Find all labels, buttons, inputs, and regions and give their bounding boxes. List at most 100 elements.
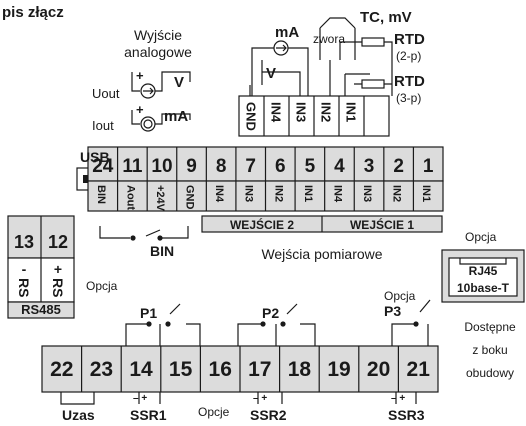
rtd-2p-sub: (2-p) [396, 49, 421, 63]
bottom-terminal-number: 15 [169, 358, 193, 381]
ssr-polarity: – + [391, 393, 405, 404]
uout-symbol [131, 71, 191, 99]
main-terminal-label: +24V [154, 185, 166, 212]
main-terminal-label: IN1 [420, 185, 432, 202]
input-terminal-2: IN4 [269, 102, 284, 123]
uout-plus: + [136, 68, 144, 83]
input-terminal-1: GND [244, 102, 259, 131]
wejscie-2-label: WEJŚCIE 2 [230, 217, 294, 232]
main-terminal-number: 6 [275, 156, 286, 177]
bottom-terminal-number: 21 [407, 358, 431, 381]
zwora-label: zwora [313, 32, 345, 46]
input-terminal-5: IN1 [344, 102, 359, 122]
rj45-dostepne-3: obudowy [466, 366, 514, 380]
rs485-term-13: 13 [14, 232, 34, 252]
input-terminal-4: IN2 [319, 102, 334, 122]
main-terminal-label: BIN [95, 185, 107, 204]
analog-heading-2: analogowe [124, 44, 192, 60]
analog-heading-1: Wyjście [134, 27, 182, 43]
bottom-terminal-number: 20 [367, 358, 390, 381]
ssr-polarity: – + [253, 393, 267, 404]
main-terminal-block [87, 146, 444, 233]
bottom-terminal-number: 19 [327, 358, 350, 381]
bottom-terminal-number: 23 [90, 358, 113, 381]
rj45-line2: 10base-T [457, 281, 510, 295]
input-wiring [238, 17, 393, 137]
rs485-plus: + [54, 261, 62, 277]
rj45-opcja: Opcja [465, 230, 497, 244]
bottom-terminal-number: 17 [248, 358, 271, 381]
bottom-terminal-number: 14 [129, 358, 153, 381]
main-terminal-label: GND [184, 185, 196, 210]
opcje-label: Opcje [198, 405, 230, 419]
usb-label: USB [80, 149, 110, 165]
input-terminal-3: IN3 [294, 102, 309, 122]
ssr-polarity: – + [133, 393, 147, 404]
rtd-2p-label: RTD [394, 31, 425, 48]
wejscie-1-label: WEJŚCIE 1 [350, 217, 414, 232]
ma-in-label: mA [275, 24, 299, 41]
rs-label-left: RS [16, 278, 32, 297]
main-terminal-number: 3 [364, 156, 375, 177]
ma-out-label: mA [164, 108, 188, 125]
rj45-port [441, 249, 525, 303]
bottom-terminal-block [41, 345, 439, 393]
rj45-dostepne-2: z boku [472, 343, 507, 357]
main-terminal-number: 7 [245, 156, 256, 177]
p3-opcja: Opcja [384, 289, 416, 303]
main-terminal-label: IN4 [331, 185, 343, 203]
main-terminal-number: 1 [423, 156, 434, 177]
bottom-terminal-number: 18 [288, 358, 312, 381]
main-terminal-number: 4 [334, 156, 345, 177]
uzas-label: Uzas [62, 407, 95, 423]
rtd-3p-label: RTD [394, 73, 425, 90]
p2-label: P2 [262, 305, 279, 321]
rs485-label: RS485 [21, 302, 61, 317]
v-in-label: V [266, 65, 276, 82]
main-terminal-label: IN2 [391, 185, 403, 202]
main-terminal-number: 10 [151, 156, 172, 177]
rj45-dostepne-1: Dostępne [464, 320, 516, 334]
main-terminal-number: 2 [393, 156, 404, 177]
bin-switch [99, 226, 189, 241]
main-terminal-label: IN2 [272, 185, 284, 202]
uout-label: Uout [92, 86, 120, 101]
rtd-3p-sub: (3-p) [396, 91, 421, 105]
bin-label: BIN [150, 243, 174, 259]
rs485-opcja: Opcja [86, 279, 118, 293]
main-terminal-number: 24 [92, 156, 114, 177]
ssr3-label: SSR3 [388, 407, 425, 423]
bottom-terminal-number: 22 [50, 358, 73, 381]
rs485-block [7, 215, 75, 319]
p1-label: P1 [140, 305, 157, 321]
iout-symbol [131, 110, 191, 132]
iout-plus: + [136, 102, 144, 117]
tc-mv-label: TC, mV [360, 9, 412, 26]
rs-label-right: RS [50, 278, 66, 297]
main-terminal-number: 9 [186, 156, 197, 177]
bottom-terminal-number: 16 [209, 358, 232, 381]
main-terminal-number: 11 [122, 156, 143, 177]
main-terminal-label: Aout [124, 185, 136, 210]
rj45-line1: RJ45 [469, 264, 498, 278]
wejscia-pomiarowe-label: Wejścia pomiarowe [261, 246, 382, 262]
relay-p3 [391, 299, 431, 346]
main-terminal-label: IN1 [302, 185, 314, 202]
ssr2-label: SSR2 [250, 407, 287, 423]
v-label: V [174, 74, 184, 91]
main-terminal-number: 5 [305, 156, 316, 177]
page-title: pis złącz [2, 4, 64, 21]
ssr1-label: SSR1 [130, 407, 167, 423]
relay-p1 [125, 303, 201, 346]
main-terminal-label: IN4 [213, 185, 225, 203]
iout-label: Iout [92, 118, 114, 133]
main-terminal-number: 8 [216, 156, 227, 177]
rs485-minus: - [22, 261, 27, 277]
p3-label: P3 [384, 303, 401, 319]
bottom-leads [60, 392, 417, 405]
main-terminal-label: IN3 [243, 185, 255, 202]
relay-p2 [237, 303, 316, 346]
rs485-term-12: 12 [48, 232, 68, 252]
main-terminal-label: IN3 [361, 185, 373, 202]
